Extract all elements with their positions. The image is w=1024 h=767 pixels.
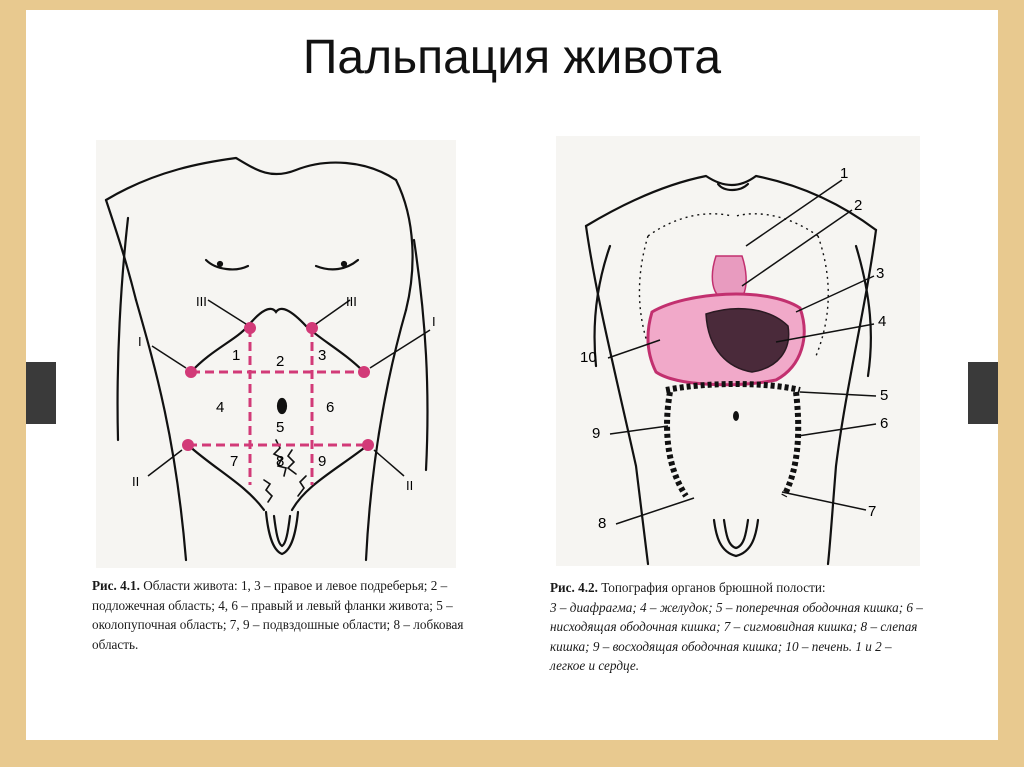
organ-callout-5: 5: [880, 387, 888, 404]
point-label-iii-right: III: [346, 294, 357, 309]
region-label-7: 7: [230, 453, 238, 470]
organ-callout-6: 6: [880, 415, 888, 432]
region-label-6: 6: [326, 399, 334, 416]
figure1-caption-text: Области живота: 1, 3 – правое и левое по…: [92, 578, 464, 652]
region-label-4: 4: [216, 399, 224, 416]
figure1-caption: Рис. 4.1. Области живота: 1, 3 – правое …: [92, 576, 464, 654]
region-label-5: 5: [276, 419, 284, 436]
point-label-ii-left: II: [132, 474, 139, 489]
organ-callout-3: 3: [876, 265, 884, 282]
slide-title: Пальпация живота: [302, 31, 722, 84]
organ-callout-4: 4: [878, 313, 886, 330]
organ-callout-1: 1: [840, 165, 848, 182]
region-label-2: 2: [276, 353, 284, 370]
organ-callout-7: 7: [868, 503, 876, 520]
figure2-caption-line1: Топография органов брюшной полости:: [601, 580, 826, 595]
point-label-ii-right: II: [406, 478, 413, 493]
region-label-3: 3: [318, 347, 326, 364]
figure-organ-topography: 1 2 3 4 5 6 7 8 9 10: [556, 136, 920, 566]
organ-topography-drawing: 1 2 3 4 5 6 7 8 9 10: [580, 165, 888, 566]
organ-callout-2: 2: [854, 197, 862, 214]
figure2-caption: Рис. 4.2. Топография органов брюшной пол…: [550, 578, 930, 676]
figure2-caption-ref: Рис. 4.2.: [550, 580, 598, 595]
region-label-1: 1: [232, 347, 240, 364]
point-label-iii-left: III: [196, 294, 207, 309]
region-label-8: 8: [276, 453, 284, 470]
point-label-i-right: I: [432, 314, 436, 329]
figure2-caption-text: 3 – диафрагма; 4 – желудок; 5 – поперечн…: [550, 599, 923, 674]
left-edge-tab: [26, 362, 56, 424]
point-label-i-left: I: [138, 334, 142, 349]
organ-callout-9: 9: [592, 425, 600, 442]
organ-callout-8: 8: [598, 515, 606, 532]
organ-callout-10: 10: [580, 349, 597, 366]
figure1-caption-ref: Рис. 4.1.: [92, 578, 140, 593]
abdominal-regions-drawing: 1 2 3 4 5 6 7 8 9 III III I I II II: [104, 156, 436, 562]
region-label-9: 9: [318, 453, 326, 470]
right-edge-tab: [968, 362, 998, 424]
figure-abdominal-regions: 1 2 3 4 5 6 7 8 9 III III I I II II: [96, 140, 456, 568]
